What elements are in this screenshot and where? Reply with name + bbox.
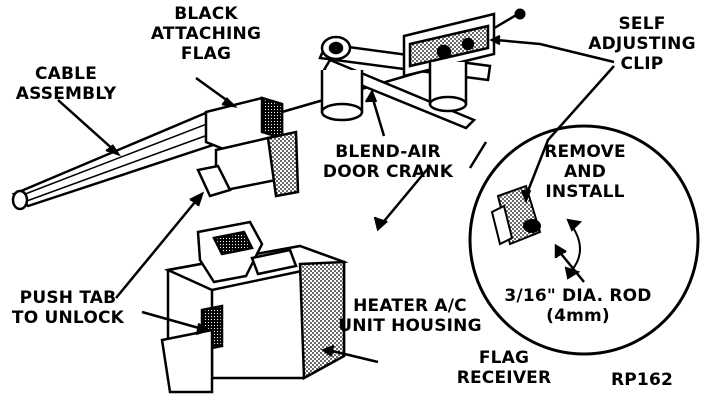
label-heater-housing: HEATER A/C UNIT HOUSING: [334, 296, 486, 336]
black-attaching-flag: [196, 96, 300, 198]
label-line: UNIT HOUSING: [338, 316, 482, 336]
label-flag-receiver: FLAG RECEIVER: [446, 348, 562, 388]
label-line: AND: [563, 162, 607, 182]
flag-receiver: [160, 220, 349, 394]
label-line: (4mm): [546, 306, 610, 326]
label-blend-air-door-crank: BLEND-AIR DOOR CRANK: [314, 142, 462, 182]
label-black-attaching-flag: BLACK ATTACHING FLAG: [146, 4, 266, 64]
label-line: BLACK: [174, 4, 238, 24]
label-line: SELF: [618, 14, 666, 34]
label-rod-diameter: 3/16" DIA. ROD (4mm): [492, 286, 664, 326]
label-self-adjusting-clip: SELF ADJUSTING CLIP: [582, 14, 702, 74]
leader-lines: [57, 34, 615, 364]
label-line: ADJUSTING: [588, 34, 696, 54]
label-line: HEATER A/C: [353, 296, 467, 316]
label-line: BLEND-AIR: [335, 142, 441, 162]
self-adjusting-clip: [402, 12, 496, 113]
label-line: TO UNLOCK: [11, 308, 125, 328]
label-line: PUSH TAB: [19, 288, 117, 308]
cable-sheath: [11, 110, 224, 211]
label-line: RECEIVER: [456, 368, 552, 388]
detail-circle: [468, 124, 700, 356]
label-line: CABLE: [34, 64, 98, 84]
label-push-tab: PUSH TAB TO UNLOCK: [4, 288, 132, 328]
label-remove-install: REMOVE AND INSTALL: [530, 142, 640, 202]
label-line: ATTACHING: [150, 24, 262, 44]
figure-code: RP162: [610, 370, 674, 390]
label-cable-assembly: CABLE ASSEMBLY: [6, 64, 126, 104]
label-line: 3/16" DIA. ROD: [504, 286, 652, 306]
label-line: CLIP: [620, 54, 664, 74]
label-line: REMOVE: [544, 142, 626, 162]
label-line: ASSEMBLY: [15, 84, 117, 104]
label-line: FLAG: [180, 44, 232, 64]
label-line: FLAG: [478, 348, 530, 368]
label-line: DOOR CRANK: [322, 162, 454, 182]
label-line: INSTALL: [545, 182, 625, 202]
